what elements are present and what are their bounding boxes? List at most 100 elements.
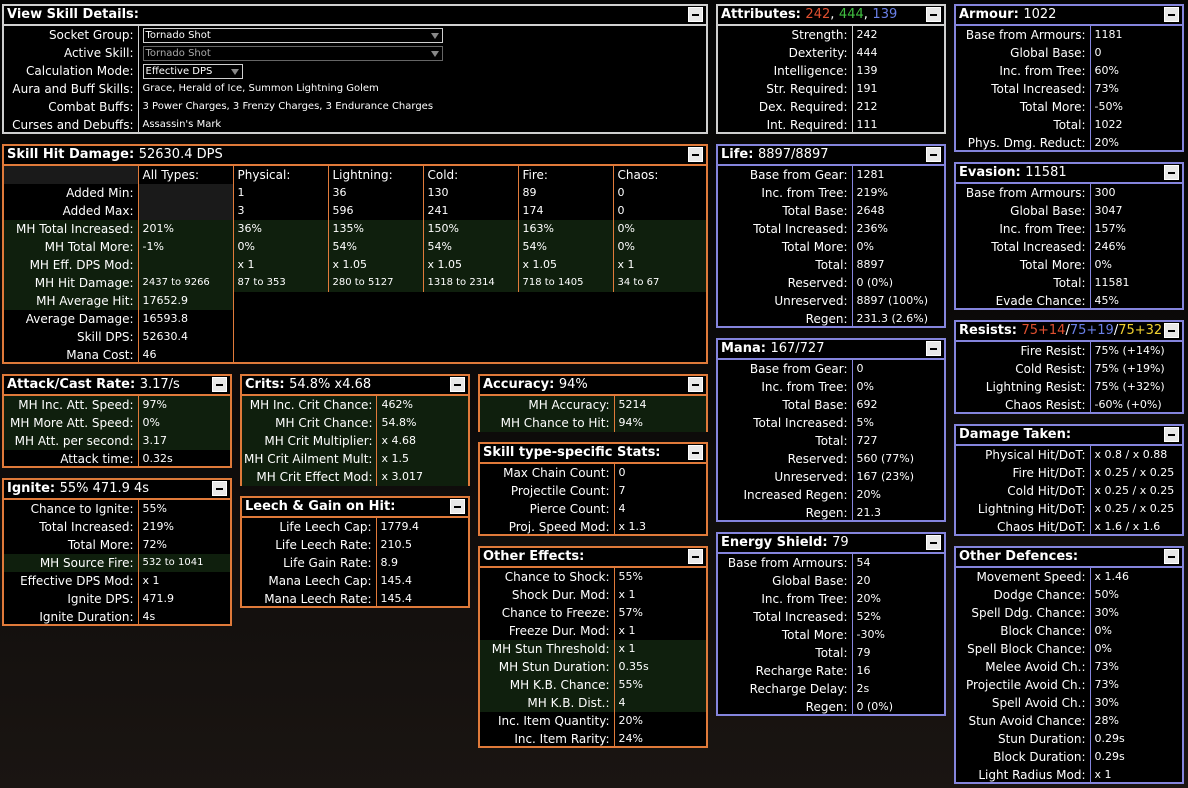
minus-icon[interactable] <box>688 7 703 22</box>
stat-row: Inc. from Tree:20% <box>718 590 944 608</box>
stat-row: Global Base:20 <box>718 572 944 590</box>
minus-icon[interactable] <box>212 377 227 392</box>
stat-row: MH K.B. Chance:55% <box>480 676 706 694</box>
table-cell: 0 <box>617 204 625 217</box>
minus-icon[interactable] <box>688 445 703 460</box>
stat-value: 0.29s <box>1094 732 1125 745</box>
row-label: MH Att. per second: <box>4 432 139 450</box>
stat-row: Chance to Freeze:57% <box>480 604 706 622</box>
stat-value: 1281 <box>856 168 885 181</box>
minus-icon[interactable] <box>1164 165 1179 180</box>
row-label: Inc. from Tree: <box>956 62 1091 80</box>
active-skill-select[interactable]: Tornado Shot <box>142 46 443 61</box>
stat-row: Life Gain Rate:8.9 <box>242 554 468 572</box>
row-label: Reserved: <box>718 450 853 468</box>
stat-value: 462% <box>376 396 468 414</box>
panel-value: 54.8% x4.68 <box>289 377 372 392</box>
row-label: Total Base: <box>718 396 853 414</box>
row-label: Movement Speed: <box>956 568 1091 586</box>
minus-icon[interactable] <box>1164 549 1179 564</box>
stat-row: Total:8897 <box>718 256 944 274</box>
row-label: MH Chance to Hit: <box>480 414 615 432</box>
stat-value: 471.9 <box>142 592 175 605</box>
stat-value: 45% <box>1094 294 1119 307</box>
active-skill-value: Tornado Shot <box>145 48 211 59</box>
stat-row: Spell Ddg. Chance:30% <box>956 604 1182 622</box>
minus-icon[interactable] <box>1164 427 1179 442</box>
stat-value: 20 <box>856 574 871 587</box>
intelligence-value: 139 <box>872 7 898 22</box>
stat-value: 16 <box>856 664 871 677</box>
life-panel: Life: 8897/8897 Base from Gear:1281 Inc.… <box>716 144 946 328</box>
panel-header: Other Effects: <box>480 548 706 566</box>
minus-icon[interactable] <box>450 499 465 514</box>
empty-cell <box>233 328 706 346</box>
row-label: Inc. Item Quantity: <box>480 712 615 730</box>
minus-icon[interactable] <box>688 147 703 162</box>
panel-title: Evasion: <box>959 165 1021 180</box>
row-label: Strength: <box>718 26 853 44</box>
stat-row: Inc. from Tree:157% <box>956 220 1182 238</box>
row-label: Chaos Resist: <box>956 396 1091 414</box>
minus-icon[interactable] <box>688 549 703 564</box>
stat-value: x 0.25 / x 0.25 <box>1094 502 1175 515</box>
minus-icon[interactable] <box>1164 7 1179 22</box>
stat-row: Base from Gear:0 <box>718 360 944 378</box>
stat-value: 73% <box>1094 660 1119 673</box>
stat-value: 0% <box>138 414 230 432</box>
minus-icon[interactable] <box>926 147 941 162</box>
table-cell: 0 <box>617 186 625 199</box>
stat-row: Int. Required:111 <box>718 116 944 134</box>
table-row: MH Hit Damage: 2437 to 9266 87 to 353 28… <box>4 274 706 292</box>
row-label: Dodge Chance: <box>956 586 1091 604</box>
minus-icon[interactable] <box>926 7 941 22</box>
stat-value: 28% <box>1094 714 1119 727</box>
row-label: Attack time: <box>4 450 139 468</box>
stat-row: Ignite Duration:4s <box>4 608 230 626</box>
row-label: Life Leech Cap: <box>242 518 377 536</box>
stat-row: Dodge Chance:50% <box>956 586 1182 604</box>
row-label: Base from Armours: <box>956 26 1091 44</box>
empty-cell <box>233 346 706 364</box>
stat-value: 231.3 (2.6%) <box>856 312 929 325</box>
minus-icon[interactable] <box>926 341 941 356</box>
row-label: Evade Chance: <box>956 292 1091 310</box>
other-effects-panel: Other Effects: Chance to Shock:55% Shock… <box>478 546 708 748</box>
minus-icon[interactable] <box>926 535 941 550</box>
row-label: Total Increased: <box>718 414 853 432</box>
row-label: Melee Avoid Ch.: <box>956 658 1091 676</box>
table-cell: 241 <box>423 202 519 220</box>
minus-icon[interactable] <box>212 481 227 496</box>
stat-row: Stun Duration:0.29s <box>956 730 1182 748</box>
row-label: Fire Resist: <box>956 342 1091 360</box>
panel-title: Skill Hit Damage: <box>7 147 135 162</box>
stat-row: Proj. Speed Mod:x 1.3 <box>480 518 706 536</box>
table-cell: 0% <box>613 238 706 256</box>
stat-row: Attack time:0.32s <box>4 450 230 468</box>
stat-value: x 1 <box>618 588 636 601</box>
row-label: Total Increased: <box>956 238 1091 256</box>
stat-value: 72% <box>142 538 167 551</box>
table-cell: 36% <box>233 220 329 238</box>
row-label: Dexterity: <box>718 44 853 62</box>
panel-header: Other Defences: <box>956 548 1182 566</box>
row-label: MH Total More: <box>4 238 139 256</box>
minus-icon[interactable] <box>450 377 465 392</box>
table-row: Skill DPS: 52630.4 <box>4 328 706 346</box>
row-label: Intelligence: <box>718 62 853 80</box>
column-header: Lightning: <box>328 166 424 184</box>
row-label: Phys. Dmg. Reduct: <box>956 134 1091 152</box>
fire-resist-summary: 75+14 <box>1021 323 1066 338</box>
panel-title: Accuracy: <box>483 377 555 392</box>
socket-group-select[interactable]: Tornado Shot <box>142 28 443 43</box>
stat-value: 212 <box>856 100 878 113</box>
stat-value: 5214 <box>614 396 706 414</box>
stat-value: 0 (0%) <box>856 700 894 713</box>
row-label: MH Source Fire: <box>4 554 139 572</box>
separator: , <box>830 7 835 22</box>
stat-row: Ignite DPS:471.9 <box>4 590 230 608</box>
minus-icon[interactable] <box>688 377 703 392</box>
calc-mode-select[interactable]: Effective DPS <box>142 64 243 79</box>
stat-value: x 0.8 / x 0.88 <box>1094 448 1168 461</box>
minus-icon[interactable] <box>1164 323 1179 338</box>
